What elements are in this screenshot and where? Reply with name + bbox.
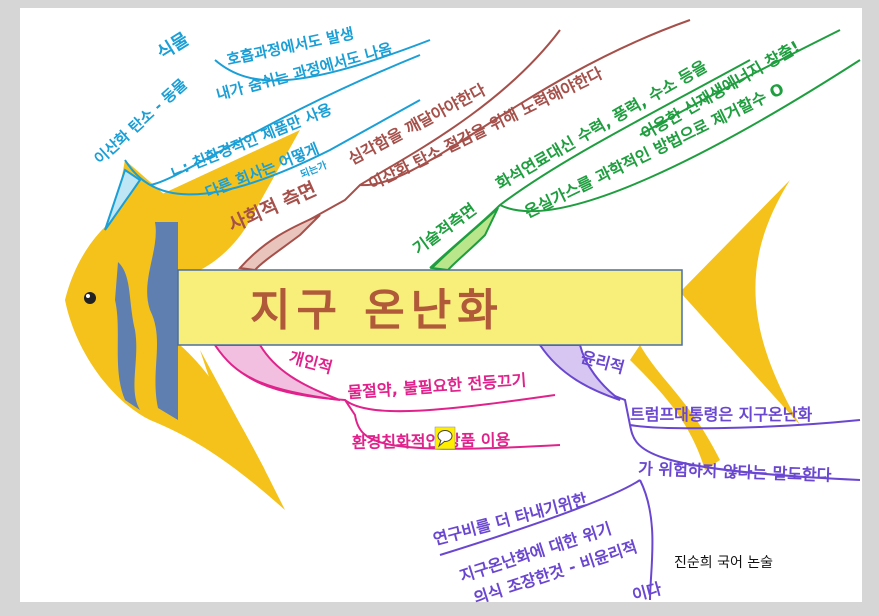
fish-eye-highlight: [86, 294, 90, 298]
fish-tail-stem: [630, 345, 720, 470]
pink-item-2: 환경친화적인 상품 이용: [352, 430, 511, 452]
fish-stripe: [147, 222, 178, 420]
fish-tail: [680, 180, 800, 425]
central-title: 지구 온난화: [250, 285, 504, 336]
purple-fin-fill: [538, 344, 621, 401]
pink-fin-fill: [213, 344, 341, 401]
central-box: [177, 269, 683, 346]
green-fin-fill: [429, 207, 499, 272]
fish-lower-left-fin: [200, 350, 265, 470]
purple-item-1: 트럼프대통령은 지구온난화: [630, 405, 812, 424]
blue-fin-fill: [104, 168, 142, 231]
author-label: 진순희 국어 논술: [674, 555, 773, 571]
branch-lines: [104, 19, 861, 601]
blue-branch-line: [124, 39, 431, 196]
brown-fin-fill: [237, 214, 321, 272]
purple-branch-line: [439, 344, 861, 601]
speech-bubble-icon[interactable]: [434, 426, 456, 450]
fish-eye: [84, 292, 96, 304]
fish-stripe-2: [115, 262, 140, 410]
